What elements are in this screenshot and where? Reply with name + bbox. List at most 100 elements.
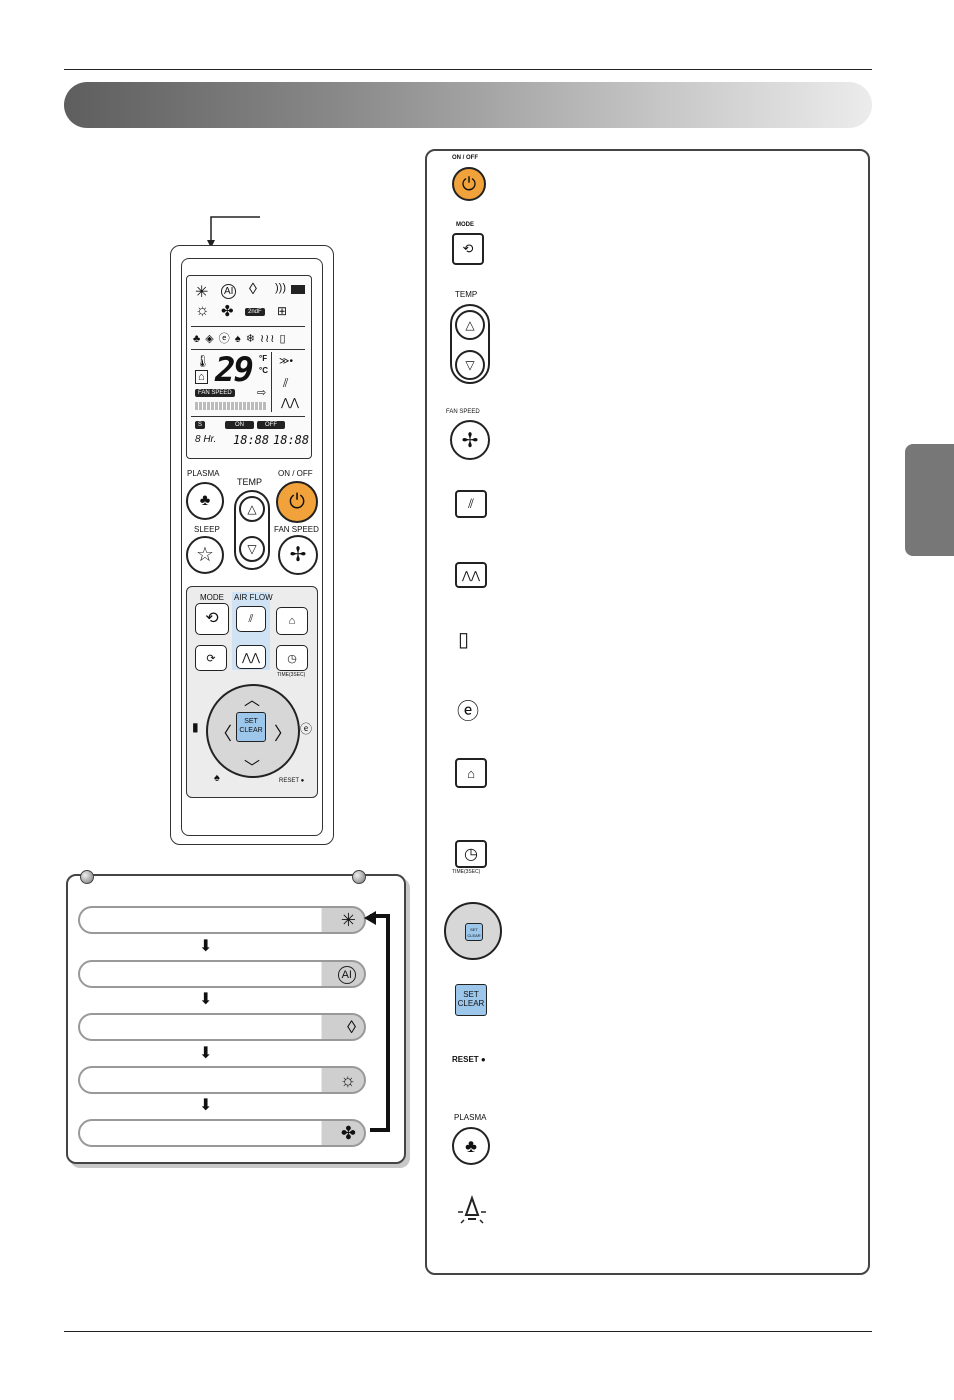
lcd-display: ✳ AI ◊ ))) ☼ ✤ 2ndF ⊞ ♣ ◈ ⓔ ♠ ❄ ≀≀≀ ▯ 🌡 … — [186, 275, 312, 459]
fn-mode-icon: ⟲ — [452, 233, 484, 265]
fn-onoff-icon: ⏻ — [452, 167, 486, 201]
nav-right-button[interactable]: 〉 — [274, 724, 292, 744]
lcd-fan-icon: ✤ — [221, 303, 234, 320]
fn-reset-label: RESET ● — [452, 1055, 486, 1064]
sun-icon: ☼ — [339, 1070, 357, 1090]
lcd-arrow-icon: ⇨ — [257, 387, 267, 399]
sleep-button[interactable]: ☆ — [186, 536, 224, 574]
function-list-panel — [425, 149, 870, 1275]
onoff-label: ON / OFF — [278, 469, 313, 478]
lcd-bar-graph — [195, 402, 267, 410]
remote-inner-frame — [181, 258, 323, 836]
room-temp-button[interactable]: ⌂ — [276, 607, 308, 635]
lcd-swing-icon-1: ≫• — [279, 356, 293, 367]
lcd-on-badge: ON — [225, 421, 254, 429]
temp-rocker: △ ▽ — [234, 490, 270, 570]
plasma-label: PLASMA — [187, 469, 220, 478]
power-icon: ⏻ — [289, 491, 305, 513]
auto-clean-icon: ⟳ — [206, 652, 216, 665]
fn-energy-saving-icon: ⓔ — [457, 699, 480, 724]
fn-energy-display-icon: ▯ — [458, 629, 470, 651]
set-clear-button[interactable]: SET CLEAR — [236, 712, 266, 742]
lcd-thermometer-icon: 🌡 — [195, 354, 211, 368]
section-banner — [64, 82, 872, 128]
energy-saving-icon: ⓔ — [300, 722, 313, 736]
lcd-swing-icon-3: ⋀⋀ — [281, 397, 300, 409]
fn-light-icon — [458, 1195, 486, 1224]
cycle-return-arrowhead — [364, 911, 376, 925]
fn-temp-rocker-icon: △ ▽ — [450, 304, 490, 384]
fn-onoff-label: ON / OFF — [452, 155, 478, 161]
pointer-line — [207, 216, 260, 248]
fn-room-temp-icon: ⌂ — [455, 758, 487, 788]
fn-plasma-icon: ♣ — [452, 1127, 490, 1165]
box-pin-right — [352, 870, 366, 884]
onoff-button[interactable]: ⏻ — [276, 481, 318, 523]
sleep-label: SLEEP — [194, 525, 220, 534]
down-arrow-icon: ⬇ — [199, 938, 213, 955]
fn-clear-label: CLEAR — [457, 999, 485, 1008]
lcd-heat-icon: ☼ — [195, 302, 210, 319]
fn-horizontal-airflow-icon: ⋀⋀ — [455, 562, 487, 588]
lcd-ai-icon: AI — [221, 284, 237, 299]
mode-item-dry: ◊ — [78, 1013, 366, 1041]
lcd-home-icon: ⌂ — [195, 370, 208, 384]
snowflake-icon: ✳ — [340, 910, 356, 930]
mode-item-fan: ✤ — [78, 1119, 366, 1147]
fan-icon: ✤ — [340, 1123, 356, 1143]
lcd-unit-c: °C — [259, 366, 268, 375]
mode-item-ai: AI — [78, 960, 366, 988]
fn-fanspeed-label: FAN SPEED — [446, 409, 480, 415]
lcd-divider-1 — [191, 326, 305, 327]
fn-vertical-airflow-icon: ⫽ — [455, 490, 487, 518]
lcd-2ndf-badge: 2ndF — [245, 308, 265, 316]
temp-down-button[interactable]: ▽ — [239, 536, 265, 562]
horizontal-airflow-icon: ⋀⋀ — [241, 651, 261, 664]
light-icon: ♠ — [214, 772, 220, 784]
lcd-unit-f: °F — [259, 354, 268, 363]
fn-set-label: SET — [463, 990, 479, 999]
fn-plasma-label: PLASMA — [454, 1113, 487, 1122]
star-icon: ☆ — [196, 544, 214, 566]
fanspeed-label: FAN SPEED — [274, 525, 319, 534]
lcd-temperature: 29 — [215, 350, 254, 390]
lcd-drop-icon: ◊ — [249, 281, 257, 298]
nav-up-button[interactable]: ︿ — [244, 692, 261, 709]
lcd-swing-icon-2: ⫽ — [283, 376, 289, 390]
vertical-airflow-button[interactable]: ⫽ — [236, 606, 266, 632]
mode-cycle-box — [66, 874, 406, 1164]
fn-time-label: TIME(3SEC) — [452, 869, 481, 875]
bottom-rule — [64, 1331, 872, 1332]
time-label: TIME(3SEC) — [277, 672, 306, 678]
box-pin-left — [80, 870, 94, 884]
fn-timer-icon: ◷ — [455, 840, 487, 868]
fan-speed-button[interactable]: ✢ — [278, 535, 318, 575]
mode-icon: ⟲ — [462, 241, 474, 256]
lcd-battery-icon — [291, 285, 305, 294]
clock-icon: ◷ — [287, 652, 297, 665]
mode-label: MODE — [200, 593, 224, 602]
fan-speed-icon: ✢ — [461, 429, 479, 452]
up-arrow-icon: △ — [455, 310, 485, 340]
vertical-airflow-icon: ⫽ — [248, 612, 254, 625]
lcd-off-time: 18:88 — [273, 433, 310, 447]
set-label: SET — [244, 718, 258, 725]
plasma-icon: ♣ — [465, 1135, 477, 1156]
fn-mode-label: MODE — [456, 222, 474, 228]
temp-up-button[interactable]: △ — [239, 496, 265, 522]
horizontal-airflow-button[interactable]: ⋀⋀ — [236, 645, 266, 669]
plasma-button[interactable]: ♣ — [186, 482, 224, 520]
reset-label[interactable]: RESET ● — [279, 778, 305, 784]
mode-button[interactable]: ⟲ — [195, 603, 229, 635]
plasma-icon: ♣ — [199, 492, 211, 509]
down-arrow-icon: ⬇ — [199, 991, 213, 1008]
fan-speed-icon: ✢ — [289, 544, 307, 566]
lcd-hr: 8 Hr. — [195, 434, 217, 445]
lcd-function-icons: ♣ ◈ ⓔ ♠ ❄ ≀≀≀ ▯ — [193, 333, 287, 345]
nav-left-button[interactable]: 〈 — [214, 724, 232, 744]
timer-button[interactable]: ◷ — [276, 645, 308, 671]
mode-item-heat: ☼ — [78, 1066, 366, 1094]
nav-down-button[interactable]: ﹀ — [244, 760, 261, 777]
auto-clean-button[interactable]: ⟳ — [195, 645, 227, 671]
lcd-signal-icon: ))) — [275, 282, 286, 294]
